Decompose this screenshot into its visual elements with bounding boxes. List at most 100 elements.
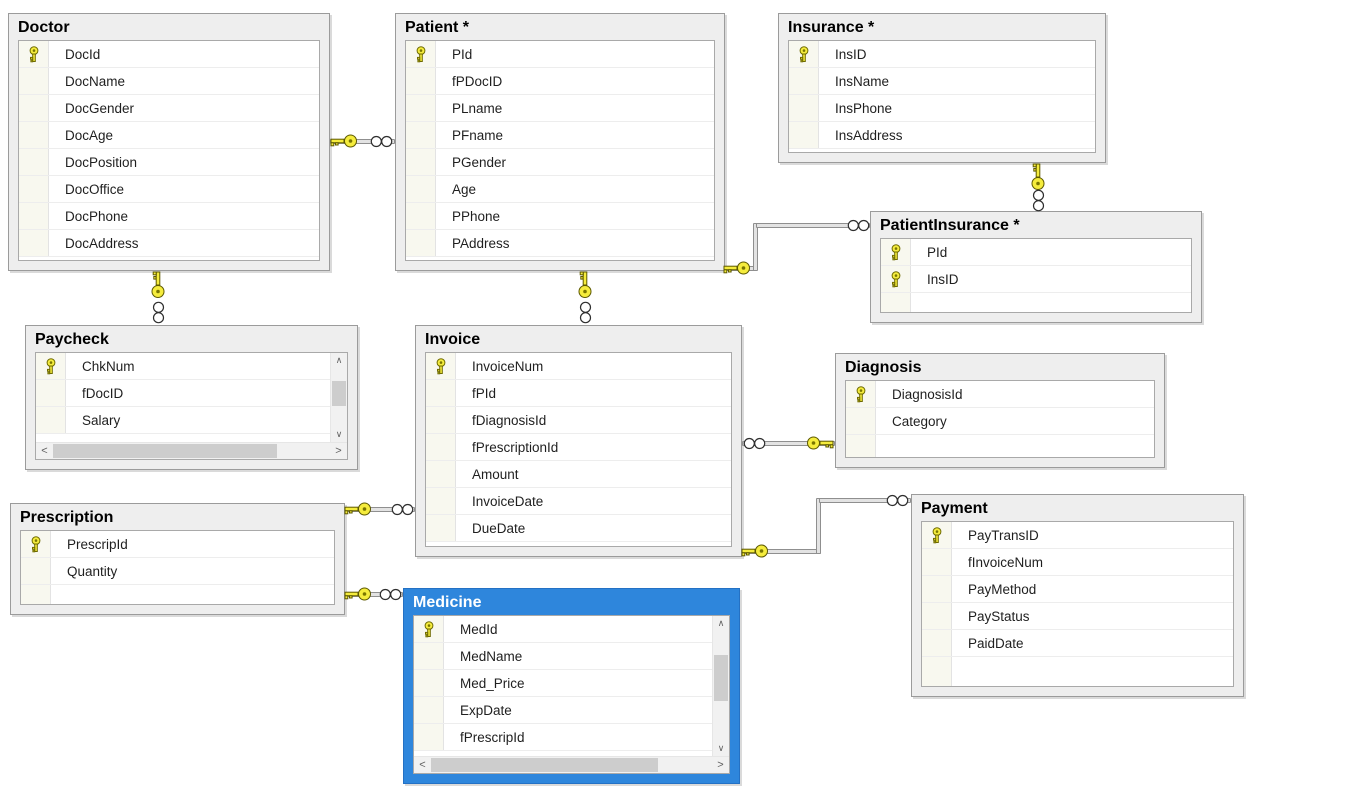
many-side-infinity-icon	[743, 437, 766, 450]
key-cell	[19, 149, 49, 175]
relationship-connector-patient-patientinsurance[interactable]	[756, 223, 870, 228]
column-row[interactable]: InsAddress	[789, 122, 1095, 149]
scroll-thumb[interactable]	[332, 380, 346, 406]
column-row[interactable]: DueDate	[426, 515, 731, 542]
horizontal-scrollbar[interactable]: <>	[414, 756, 729, 773]
scroll-up-icon[interactable]: ∧	[335, 355, 343, 365]
column-row[interactable]: fPId	[426, 380, 731, 407]
column-row[interactable]: DocId	[19, 41, 319, 68]
key-cell	[19, 203, 49, 229]
column-row[interactable]: Age	[406, 176, 714, 203]
column-row[interactable]: DocPhone	[19, 203, 319, 230]
column-row[interactable]: Category	[846, 408, 1154, 435]
scroll-track[interactable]	[331, 368, 347, 427]
vertical-scrollbar[interactable]: ∧∨	[330, 353, 347, 442]
column-row[interactable]: fPrescripId	[414, 724, 712, 751]
relationship-connector-invoice-diagnosis[interactable]	[742, 441, 835, 446]
column-row[interactable]: ExpDate	[414, 697, 712, 724]
column-row[interactable]: DocAge	[19, 122, 319, 149]
column-row[interactable]: DocOffice	[19, 176, 319, 203]
key-cell	[426, 380, 456, 406]
column-row[interactable]: InsID	[881, 266, 1191, 293]
column-row[interactable]: PaidDate	[922, 630, 1233, 657]
column-row[interactable]: fDiagnosisId	[426, 407, 731, 434]
empty-column-row[interactable]	[881, 293, 1191, 312]
empty-column-row[interactable]	[21, 585, 334, 604]
column-row[interactable]: fPrescriptionId	[426, 434, 731, 461]
column-row[interactable]: fInvoiceNum	[922, 549, 1233, 576]
key-cell	[414, 697, 444, 723]
scroll-right-icon[interactable]: >	[335, 445, 342, 457]
column-row[interactable]: Med_Price	[414, 670, 712, 697]
scroll-left-icon[interactable]: <	[419, 759, 426, 771]
column-row[interactable]: InvoiceNum	[426, 353, 731, 380]
column-name: fDiagnosisId	[472, 412, 547, 428]
column-row[interactable]: PayStatus	[922, 603, 1233, 630]
column-row[interactable]: PayMethod	[922, 576, 1233, 603]
scroll-thumb[interactable]	[714, 655, 728, 702]
column-row[interactable]: DiagnosisId	[846, 381, 1154, 408]
column-row[interactable]: PayTransID	[922, 522, 1233, 549]
column-name: InvoiceNum	[472, 358, 544, 374]
column-name: Quantity	[67, 563, 118, 579]
column-row[interactable]: Quantity	[21, 558, 334, 585]
column-row[interactable]: Salary	[36, 407, 330, 434]
column-row[interactable]: DocAddress	[19, 230, 319, 257]
column-row[interactable]: InsPhone	[789, 95, 1095, 122]
column-row[interactable]: PPhone	[406, 203, 714, 230]
column-row[interactable]: ChkNum	[36, 353, 330, 380]
scroll-left-icon[interactable]: <	[41, 445, 48, 457]
column-row[interactable]: PFname	[406, 122, 714, 149]
column-row[interactable]: MedId	[414, 616, 712, 643]
column-row[interactable]: PLname	[406, 95, 714, 122]
scroll-thumb[interactable]	[431, 758, 658, 772]
scroll-down-icon[interactable]: ∨	[717, 743, 725, 753]
column-row[interactable]: PAddress	[406, 230, 714, 257]
column-row[interactable]: DocGender	[19, 95, 319, 122]
column-row[interactable]: DocPosition	[19, 149, 319, 176]
column-row[interactable]: PGender	[406, 149, 714, 176]
key-cell	[19, 176, 49, 202]
column-row[interactable]: fPDocID	[406, 68, 714, 95]
scroll-down-icon[interactable]: ∨	[335, 429, 343, 439]
column-row[interactable]: InsName	[789, 68, 1095, 95]
one-side-key-icon	[723, 260, 751, 276]
scroll-thumb[interactable]	[53, 444, 277, 458]
column-row[interactable]: DocName	[19, 68, 319, 95]
column-row[interactable]: PrescripId	[21, 531, 334, 558]
column-row[interactable]: InsID	[789, 41, 1095, 68]
scroll-up-icon[interactable]: ∧	[717, 618, 725, 628]
scroll-track[interactable]	[713, 631, 729, 741]
table-title: Prescription	[20, 509, 114, 526]
column-row[interactable]: InvoiceDate	[426, 488, 731, 515]
scroll-right-icon[interactable]: >	[717, 759, 724, 771]
one-side-key-icon	[741, 543, 769, 559]
key-cell	[426, 407, 456, 433]
column-row[interactable]: fDocID	[36, 380, 330, 407]
column-row[interactable]: MedName	[414, 643, 712, 670]
empty-column-row[interactable]	[922, 657, 1233, 686]
column-row[interactable]: Amount	[426, 461, 731, 488]
relationship-connector-invoice-payment[interactable]	[819, 498, 911, 503]
horizontal-scrollbar[interactable]: <>	[36, 442, 347, 459]
relationship-connector-patient-patientinsurance[interactable]	[753, 223, 758, 271]
column-row[interactable]: PId	[881, 239, 1191, 266]
vertical-scrollbar[interactable]: ∧∨	[712, 616, 729, 756]
empty-column-row[interactable]	[846, 435, 1154, 457]
relationship-connector-invoice-payment[interactable]	[816, 498, 821, 554]
column-row[interactable]: PId	[406, 41, 714, 68]
